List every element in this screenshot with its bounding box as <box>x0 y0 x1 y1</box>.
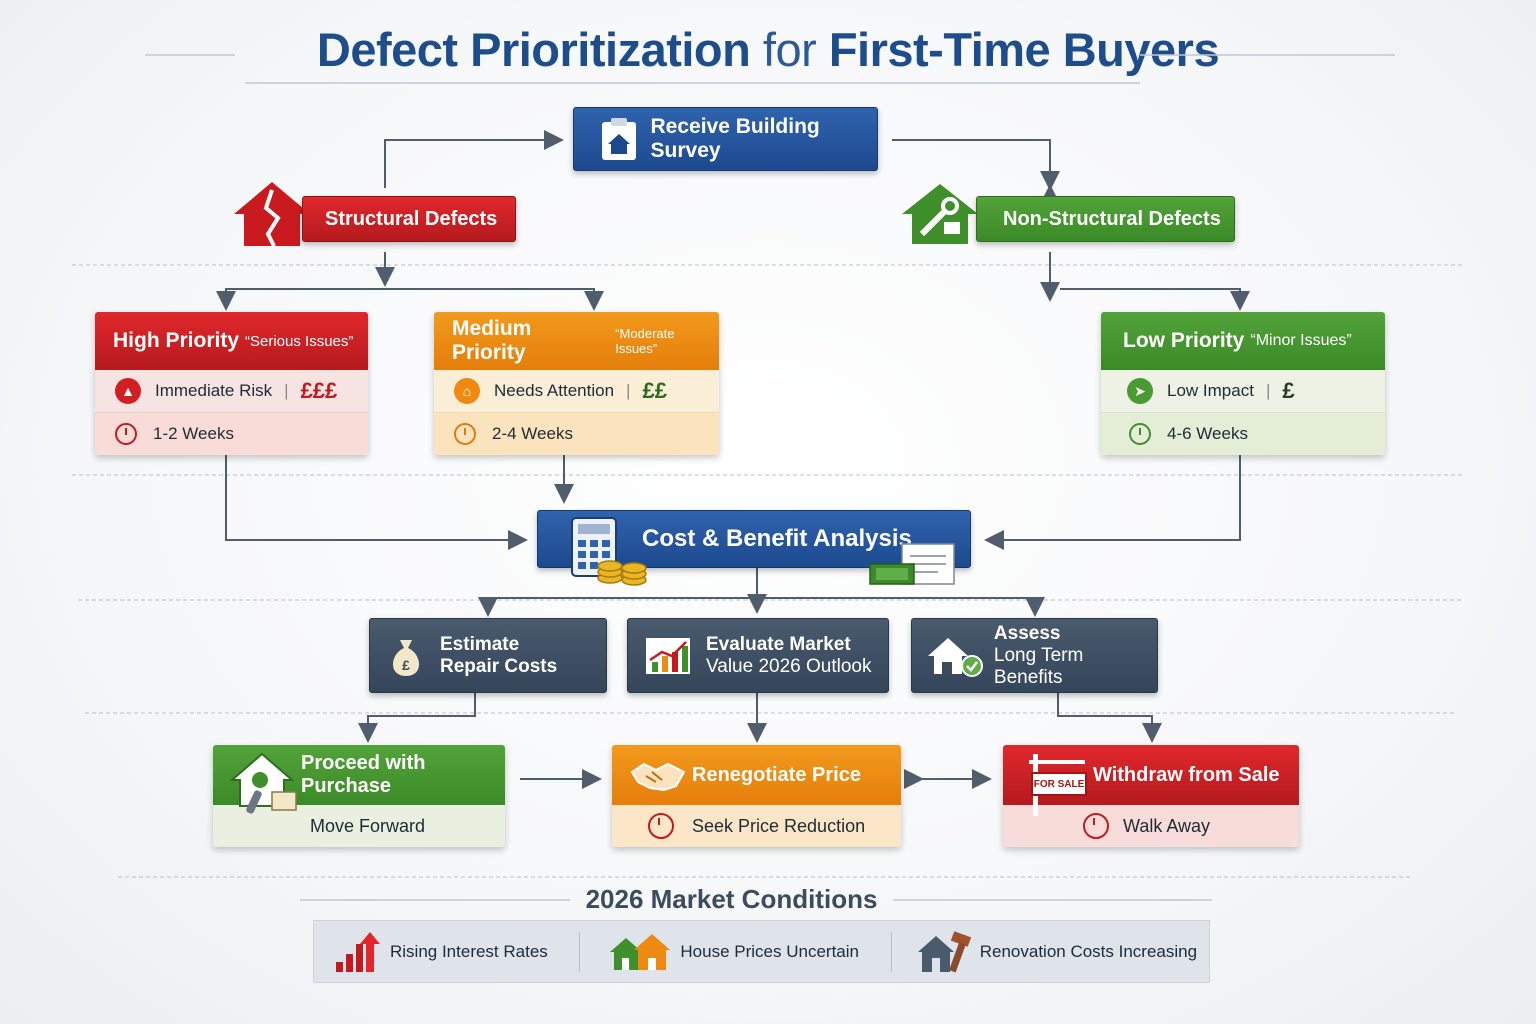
handshake-icon <box>630 762 686 792</box>
house-icon: ⌂ <box>454 378 480 404</box>
receive-survey-label: Receive Building Survey <box>650 115 820 162</box>
market-item-renovation: Renovation Costs Increasing <box>892 921 1209 982</box>
high-risk-text: Immediate Risk <box>155 381 273 400</box>
title-part-3: First-Time Buyers <box>828 23 1220 76</box>
clock-icon <box>454 423 476 445</box>
high-priority-label: High Priority <box>113 329 240 352</box>
non-structural-defects-node: Non-Structural Defects <box>976 196 1235 242</box>
clock-icon <box>648 813 674 839</box>
clipboard-house-icon <box>602 118 636 160</box>
structural-defects-label: Structural Defects <box>325 207 498 230</box>
renegotiate-label: Renegotiate Price <box>692 763 861 786</box>
estimate-repair-costs-node: £ Estimate Repair Costs <box>369 618 607 693</box>
money-bag-icon: £ <box>393 639 419 676</box>
title-part-1: Defect Prioritization <box>316 23 751 76</box>
high-priority-header: High Priority “Serious Issues” <box>95 312 368 370</box>
clock-icon <box>1129 423 1151 445</box>
plane-icon: ➤ <box>1127 378 1153 404</box>
medium-risk-text: Needs Attention <box>494 381 615 400</box>
market-item-interest: Rising Interest Rates <box>314 921 579 982</box>
market-item-prices: House Prices Uncertain <box>580 921 890 982</box>
market-item-3: Renovation Costs Increasing <box>979 941 1198 961</box>
assess-benefits-node: Assess Long Term Benefits <box>911 618 1158 693</box>
money-document-icon <box>869 543 955 585</box>
withdraw-sub: Walk Away <box>1123 815 1211 836</box>
non-structural-defects-label: Non-Structural Defects <box>1003 207 1221 230</box>
high-time: 1-2 Weeks <box>153 424 234 443</box>
medium-priority-header: Medium Priority “Moderate Issues” <box>434 312 719 370</box>
low-priority-sub: “Minor Issues” <box>1250 332 1352 349</box>
house-wrench-icon <box>902 184 978 244</box>
assess-line-2: Long Term Benefits <box>993 644 1084 688</box>
cost-benefit-label: Cost & Benefit Analysis <box>642 525 912 552</box>
for-sale-sign-text: FOR SALE <box>1031 772 1087 796</box>
assess-line-1: Assess <box>993 622 1061 644</box>
medium-priority-time-row: 2-4 Weeks <box>434 413 719 455</box>
high-priority-risk-row: ▲ Immediate Risk | £££ <box>95 370 368 413</box>
renegotiate-sub: Seek Price Reduction <box>692 815 866 836</box>
low-cost: £ <box>1282 378 1295 403</box>
coins-icon <box>597 560 647 586</box>
market-title: 2026 Market Conditions <box>585 884 878 914</box>
proceed-row: Move Forward <box>213 805 505 847</box>
house-check-icon <box>928 637 983 677</box>
clock-icon <box>1083 813 1109 839</box>
medium-time: 2-4 Weeks <box>492 424 573 443</box>
withdraw-row: Walk Away <box>1003 805 1299 847</box>
evaluate-line-2: Value 2026 Outlook <box>706 655 872 677</box>
for-sale-sign-icon: FOR SALE <box>1025 754 1089 816</box>
structural-defects-node: Structural Defects <box>302 196 516 242</box>
low-priority-header: Low Priority “Minor Issues” <box>1101 312 1385 370</box>
cracked-house-icon <box>234 182 310 247</box>
market-item-2: House Prices Uncertain <box>680 941 859 961</box>
high-priority-time-row: 1-2 Weeks <box>95 413 368 455</box>
clock-icon <box>115 423 137 445</box>
house-key-icon <box>229 752 297 814</box>
estimate-line-2: Repair Costs <box>440 655 558 677</box>
low-time: 4-6 Weeks <box>1167 424 1248 443</box>
low-priority-card: Low Priority “Minor Issues” ➤ Low Impact… <box>1101 312 1385 455</box>
market-conditions-panel: Rising Interest Rates House Prices Uncer… <box>313 920 1210 983</box>
medium-priority-label: Medium Priority <box>452 317 532 364</box>
high-cost: £££ <box>300 378 338 403</box>
medium-priority-risk-row: ⌂ Needs Attention | ££ <box>434 370 719 413</box>
estimate-line-1: Estimate <box>440 633 520 655</box>
title-part-2: for <box>762 23 817 76</box>
evaluate-line-1: Evaluate Market <box>706 633 851 655</box>
page-title: Defect Prioritization for First-Time Buy… <box>0 22 1536 77</box>
medium-cost: ££ <box>642 378 667 403</box>
fire-icon: ▲ <box>115 378 141 404</box>
renegotiate-row: Seek Price Reduction <box>612 805 901 847</box>
receive-survey-node: Receive Building Survey <box>573 107 878 171</box>
high-priority-sub: “Serious Issues” <box>245 332 354 350</box>
high-priority-card: High Priority “Serious Issues” ▲ Immedia… <box>95 312 368 455</box>
medium-priority-sub: “Moderate Issues” <box>615 326 675 356</box>
withdraw-label: Withdraw from Sale <box>1093 763 1280 786</box>
chart-icon <box>646 637 690 674</box>
calculator-icon <box>571 517 647 586</box>
medium-priority-card: Medium Priority “Moderate Issues” ⌂ Need… <box>434 312 719 455</box>
house-hammer-icon <box>917 930 971 972</box>
evaluate-market-node: Evaluate Market Value 2026 Outlook <box>627 618 889 693</box>
proceed-sub: Move Forward <box>310 815 426 836</box>
low-priority-label: Low Priority <box>1123 329 1245 352</box>
low-risk-text: Low Impact <box>1167 381 1254 400</box>
withdraw-card: Withdraw from Sale Walk Away <box>1003 745 1299 847</box>
rising-arrow-icon <box>336 931 380 972</box>
proceed-label: Proceed with Purchase <box>301 752 426 797</box>
low-priority-time-row: 4-6 Weeks <box>1101 413 1385 455</box>
market-item-1: Rising Interest Rates <box>390 941 548 961</box>
svg-text:£: £ <box>402 657 410 673</box>
houses-icon <box>610 933 671 970</box>
low-priority-risk-row: ➤ Low Impact | £ <box>1101 370 1385 413</box>
